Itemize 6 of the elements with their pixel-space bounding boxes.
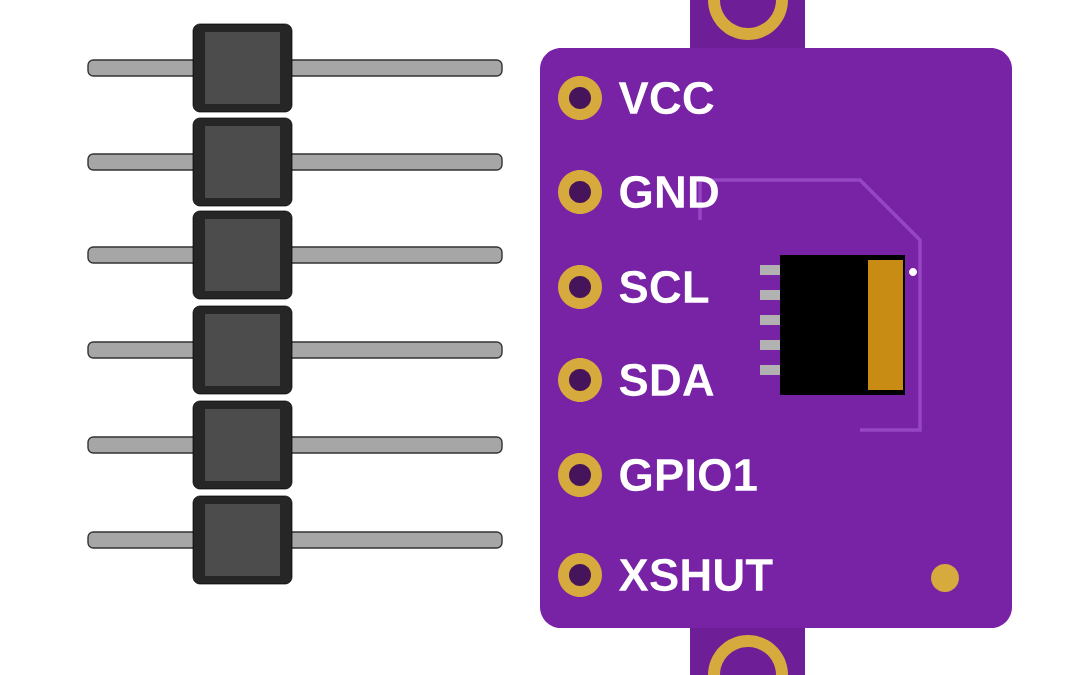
pin-label: SCL xyxy=(619,270,709,304)
pin-label: VCC xyxy=(618,81,714,115)
pin-label: XSHUT xyxy=(618,558,773,592)
pin-label: GND xyxy=(620,175,718,209)
pin-label: GPIO1 xyxy=(620,458,757,492)
pin-label: SDA xyxy=(619,363,714,397)
